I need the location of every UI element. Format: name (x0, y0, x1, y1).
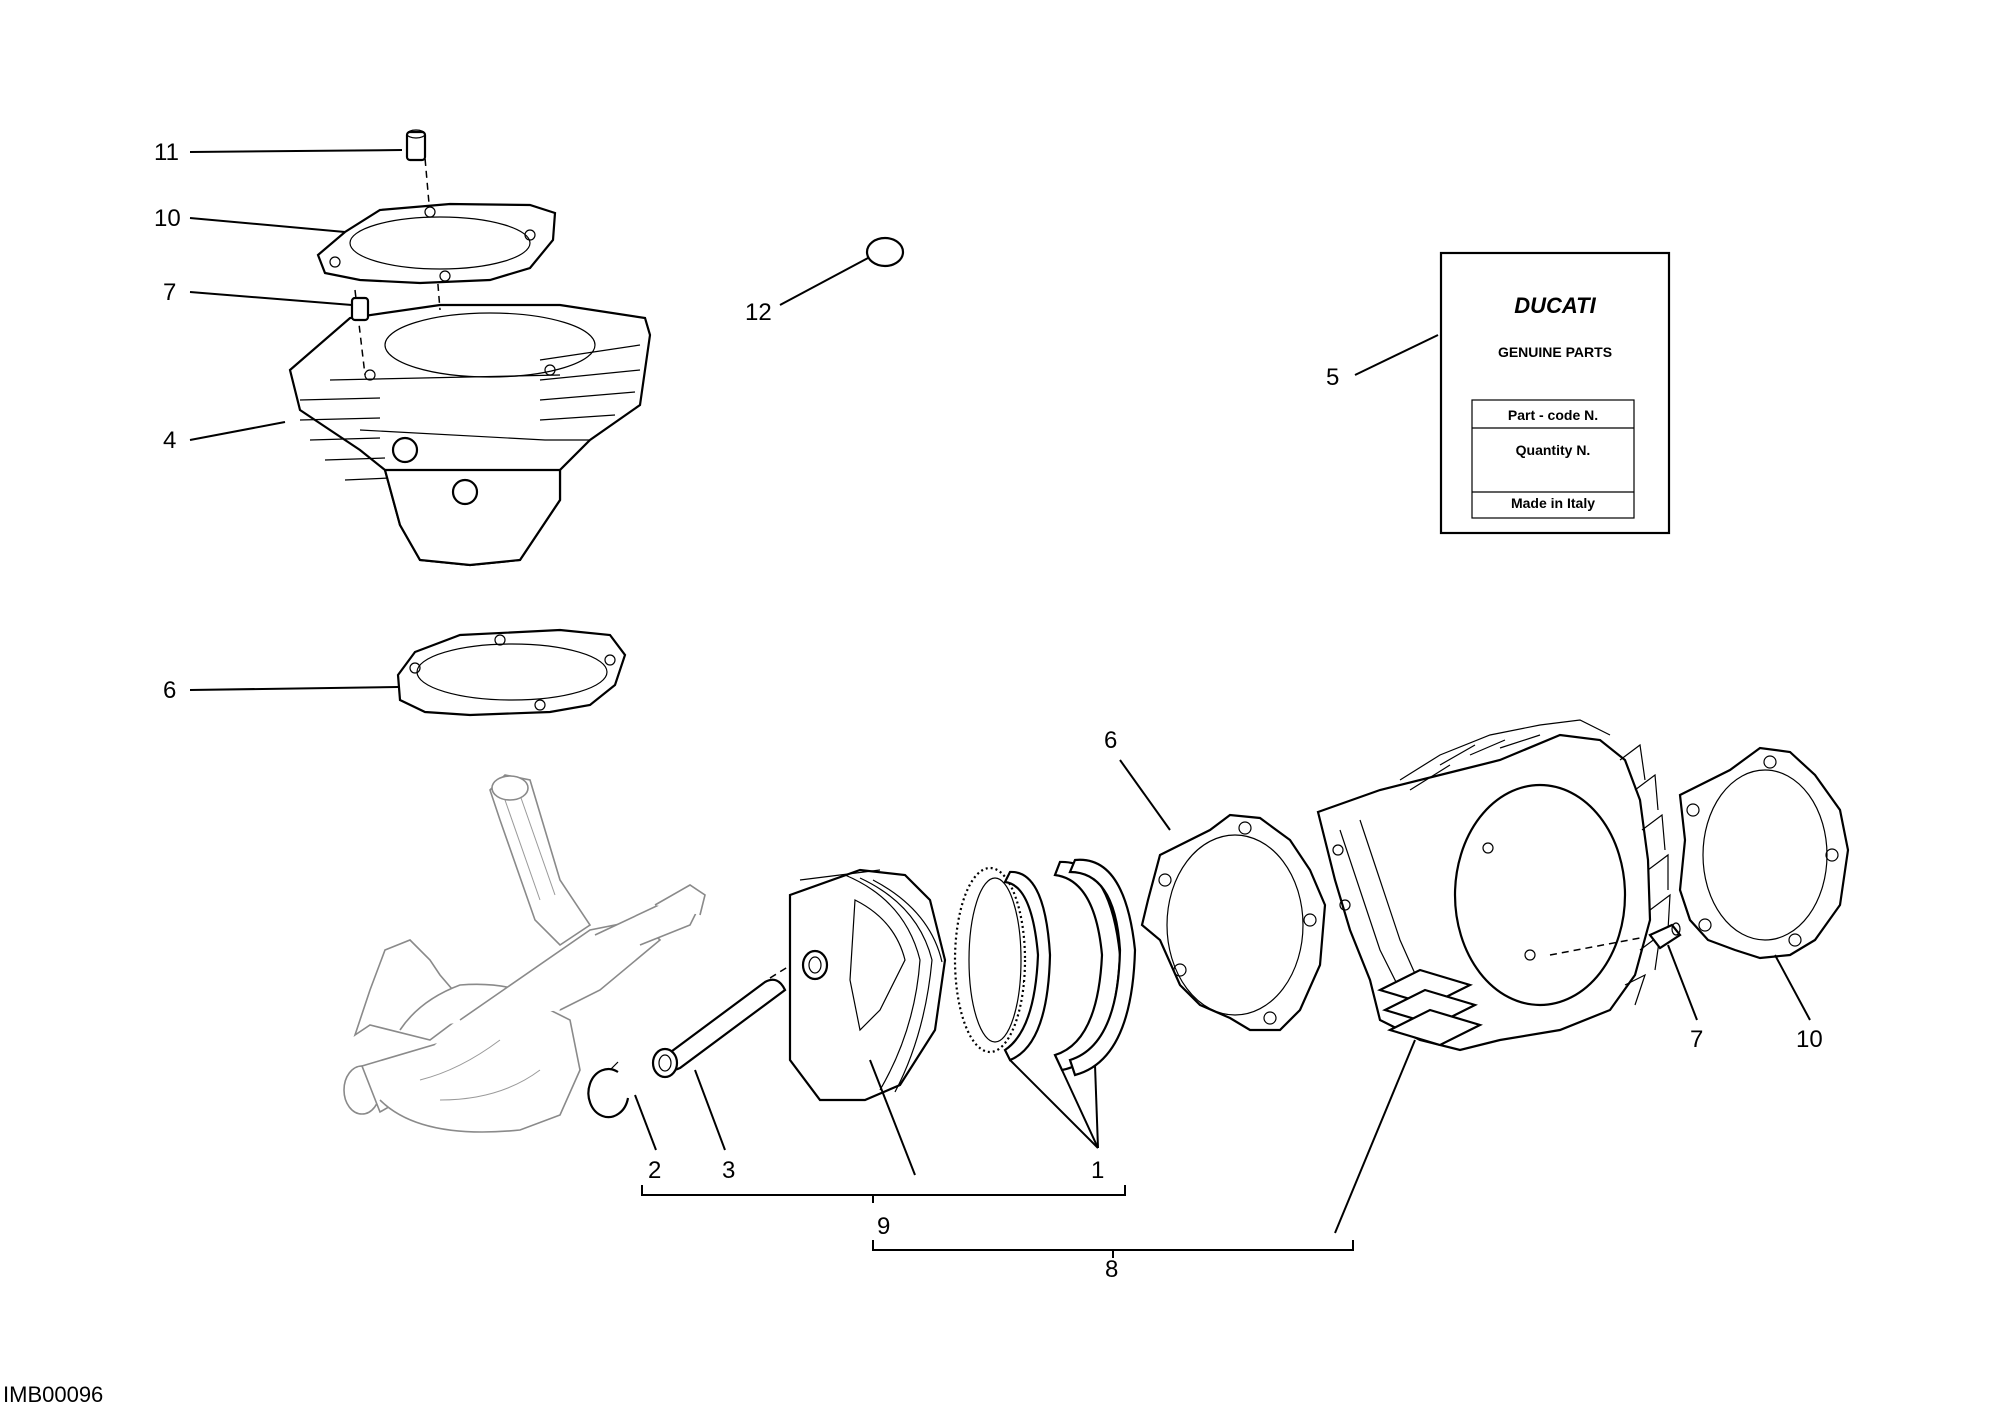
callout-7-right: 7 (1690, 1026, 1703, 1053)
piston-rings (953, 858, 1137, 1077)
callout-8: 8 (1105, 1256, 1118, 1283)
diagram-code: IMB00096 (3, 1382, 103, 1407)
dowel-top-11 (405, 129, 427, 162)
callout-numbers: 11 10 7 12 4 5 6 6 7 10 2 3 1 9 8 (154, 139, 1823, 1283)
callout-6-mid: 6 (1104, 727, 1117, 754)
callout-2: 2 (648, 1157, 661, 1184)
callout-10-right: 10 (1796, 1026, 1823, 1053)
crankshaft-assembly (343, 774, 706, 1133)
callout-11: 11 (154, 139, 179, 166)
callout-4: 4 (163, 427, 176, 454)
callout-5: 5 (1326, 364, 1339, 391)
dowel-pin-side (1648, 922, 1682, 950)
callout-3: 3 (722, 1157, 735, 1184)
callout-9: 9 (877, 1213, 890, 1240)
cylinder-top (288, 303, 652, 567)
head-gasket-side (1678, 746, 1850, 960)
callout-12: 12 (745, 299, 772, 326)
callout-6-top: 6 (163, 677, 176, 704)
callout-7-top: 7 (163, 279, 176, 306)
genuine-parts-label: DUCATI GENUINE PARTS Part - code N. Quan… (1439, 251, 1671, 535)
dowel-top-7 (350, 296, 370, 322)
head-gasket-top (316, 202, 557, 285)
label-title: GENUINE PARTS (1498, 344, 1612, 360)
piston (788, 868, 947, 1102)
callout-10-top: 10 (154, 205, 181, 232)
plug-12 (865, 236, 905, 268)
base-gasket-side (1140, 813, 1327, 1032)
label-row-origin: Made in Italy (1511, 495, 1595, 511)
cylinder-side (1316, 719, 1671, 1052)
leader-lines (189, 149, 1811, 1234)
label-row-part-code: Part - code N. (1508, 407, 1598, 423)
group-brackets (641, 1185, 1354, 1258)
label-row-quantity: Quantity N. (1516, 442, 1591, 458)
callout-1: 1 (1091, 1157, 1104, 1184)
brand-logo: DUCATI (1514, 293, 1596, 318)
piston-pin (651, 978, 787, 1079)
circlip (587, 1061, 630, 1119)
base-gasket-top (396, 628, 627, 717)
